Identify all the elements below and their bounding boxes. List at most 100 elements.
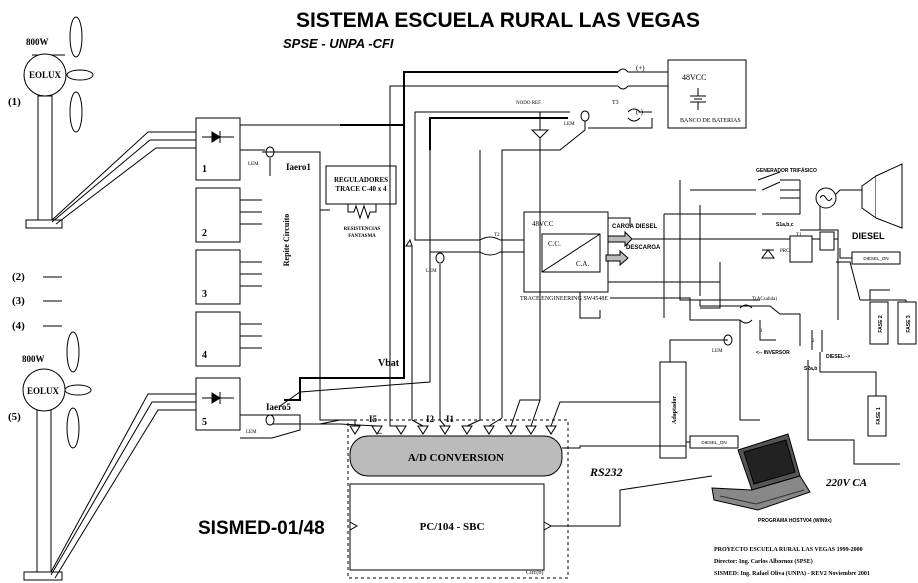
t1-label: T1 — [796, 233, 802, 238]
placeholder-dashes — [43, 276, 62, 327]
lem-sensor-inv — [435, 252, 445, 264]
turbine-5-index: (5) — [8, 411, 21, 423]
dc-bus-wires — [240, 71, 668, 418]
t2-label: T2 — [494, 233, 500, 238]
s1-label: S1a,b,c — [776, 222, 794, 228]
turbine-2-index: (2) — [12, 271, 25, 283]
inversor-label: <-- INVERSOR — [756, 350, 790, 356]
reguladores-line1: REGULADORES — [334, 176, 388, 184]
page-title: SISTEMA ESCUELA RURAL LAS VEGAS — [296, 9, 700, 32]
vbat-label: Vbat — [378, 358, 400, 369]
laptop-icon — [711, 433, 811, 511]
battery-plus: (+) — [636, 64, 645, 72]
descarga-arrow — [605, 249, 629, 267]
diesel-relay-icon — [819, 231, 835, 251]
lem-sensor-bat — [580, 110, 590, 122]
rectifier-3-label: 3 — [202, 289, 207, 300]
sismed-dashed-enclosure — [347, 419, 569, 579]
diesel-on-label-bottom: DIESEL_ON — [701, 440, 726, 445]
rectifier-4-label: 4 — [202, 350, 207, 361]
s2-label: S2a,b — [804, 366, 817, 372]
carga-diesel-arrow — [607, 230, 633, 248]
turbine-5-brand: EOLUX — [27, 386, 60, 396]
lem-inv-label: LEM — [426, 269, 437, 274]
battery-bank-box — [667, 59, 747, 129]
sensor-signal-wires — [300, 138, 660, 427]
adaptador-label: Adaptador — [672, 396, 678, 424]
battery-fuses — [617, 68, 641, 122]
footer-line-3: SISMED: Ing. Rafael Oliva (UNPA) - REV2 … — [714, 570, 870, 577]
programa-label: PROGRAMA HOSTV04 (WIN9x) — [758, 518, 832, 524]
generador-label: GENERADOR TRIFÁSICO — [756, 167, 817, 174]
rectifier-5-label: 5 — [202, 417, 207, 428]
iaero1-label: Iaero1 — [286, 162, 311, 172]
ad-conversion-label: A/D CONVERSION — [408, 452, 504, 464]
fase-3-box — [897, 301, 917, 345]
i2-label: I2 — [426, 414, 435, 424]
rectifier-stubs — [240, 199, 262, 349]
turbine-5-power: 800W — [22, 354, 45, 364]
turbine-1-power: 800W — [26, 37, 49, 47]
i1-label: I1 — [446, 414, 455, 424]
ground-icon — [530, 126, 550, 139]
diesel-on-box — [851, 251, 901, 265]
battery-label: BANCO DE BATERIAS — [680, 118, 741, 124]
circ-label: Circ(b) — [526, 569, 543, 576]
descarga-label: DESCARGA — [626, 245, 661, 251]
fase-2-box — [869, 301, 889, 345]
iaero5-label: Iaero5 — [266, 402, 291, 412]
rs232-link — [551, 475, 713, 527]
battery-voltage: 48VCC — [682, 73, 706, 82]
turbine-1-brand: EOLUX — [29, 70, 62, 80]
resistor-icon — [347, 204, 377, 220]
lem-ac-label: LEM — [712, 349, 723, 354]
page-subtitle: SPSE - UNPA -CFI — [283, 36, 394, 51]
fase-1-box — [867, 395, 887, 437]
diesel-arrow-label: DIESEL--> — [826, 354, 850, 360]
turbine-4-index: (4) — [12, 320, 25, 332]
resistencias-line2: FANTASMA — [348, 234, 376, 239]
diode-icons — [202, 131, 234, 404]
v220-label: 220V CA — [825, 477, 867, 489]
switch-num-1: 1 — [760, 329, 763, 334]
switch-num-2: 2 — [812, 339, 815, 344]
rs232-label: RS232 — [589, 465, 623, 479]
inverter-cc: C.C. — [548, 240, 561, 248]
prc-label: PRC — [780, 249, 790, 254]
t2-fuses — [479, 236, 501, 256]
t-acsalida-label: T(ACsalida) — [752, 297, 777, 302]
reguladores-line2: TRACE C-40 x 4 — [335, 185, 387, 193]
fase-1-label: FASE 1 — [876, 407, 882, 424]
repite-circuito-label: Repite Circuito — [282, 214, 291, 267]
diesel-label: DIESEL — [852, 231, 885, 241]
footer-line-2: Director: Ing. Carlos Albornoz (SPSE) — [714, 558, 813, 565]
rectifier-1-label: 1 — [202, 164, 207, 175]
turbine-feed-wires — [50, 131, 196, 579]
wind-turbine-1 — [23, 16, 94, 229]
turbine-3-index: (3) — [12, 295, 25, 307]
diesel-engine-icon — [861, 175, 877, 219]
lem-1-label: LEM — [248, 162, 259, 167]
sismed-label: SISMED-01/48 — [198, 518, 325, 539]
carga-diesel-label: CARGA DIESEL — [612, 224, 657, 230]
diesel-on-box-2 — [689, 435, 739, 449]
resistencias-line1: RESISTENCIAS — [344, 227, 381, 232]
inverter-ca: C.A. — [576, 260, 589, 268]
inverter-label: TRACE ENGINEERING SW4548E — [520, 296, 608, 302]
battery-icon — [690, 88, 706, 110]
t3-label: T3 — [612, 100, 619, 106]
reguladores-box — [325, 165, 397, 205]
lem-5-label: LEM — [246, 430, 257, 435]
nodo-ref-label: NODO REF. — [516, 101, 542, 106]
i5-label: I5 — [369, 414, 378, 424]
turbine-1-index: (1) — [8, 96, 21, 108]
wind-turbine-5 — [22, 331, 92, 581]
adaptador-box — [659, 361, 687, 459]
fase-3-label: FASE 3 — [906, 315, 912, 332]
pc104-label: PC/104 - SBC — [420, 521, 485, 533]
ad-conversion-block — [349, 435, 563, 477]
rectifier-boxes — [195, 117, 241, 431]
t1-transformer-icon — [789, 235, 813, 263]
